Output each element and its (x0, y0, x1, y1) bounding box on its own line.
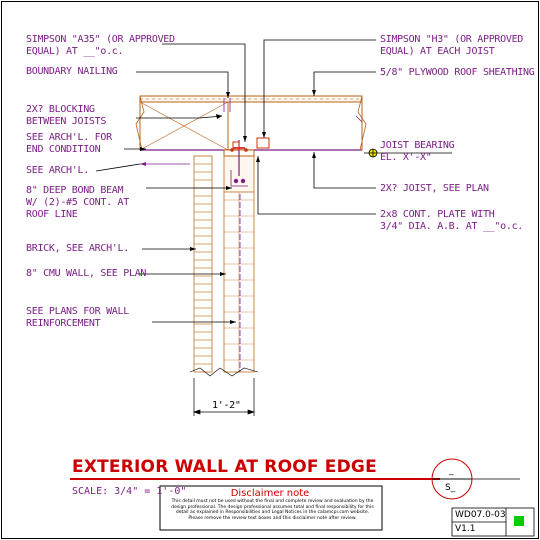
note-brick: BRICK, SEE ARCH'L. (26, 243, 129, 254)
roof-joist (227, 101, 363, 151)
sheet-number: WD07.0-03 (455, 510, 506, 520)
sheet-version: V1.1 (455, 524, 476, 534)
drawing-scale: SCALE: 3/4" = 1'-0" (72, 486, 187, 497)
disclaimer-title: Disclaimer note (230, 488, 310, 499)
disclaimer-box (159, 485, 383, 531)
note-joist: 2X? JOIST, SEE PLAN (380, 183, 489, 194)
h3-clip (256, 137, 270, 149)
brick-veneer (193, 155, 213, 373)
wall-dimension (192, 378, 256, 416)
left-leaders (95, 43, 246, 323)
note-see-archl: SEE ARCH'L. (26, 165, 89, 176)
status-indicator (514, 516, 524, 526)
drawing-title: EXTERIOR WALL AT ROOF EDGE (72, 457, 377, 477)
dimension-label: 1'-2" (212, 400, 241, 411)
note-boundary-nailing: BOUNDARY NAILING (26, 66, 118, 77)
a35-clip (232, 141, 240, 151)
bubble-bottom: S_ (445, 483, 456, 493)
disclaimer-text: This detail must not be used without the… (171, 499, 374, 521)
bubble-top: _ (449, 466, 454, 476)
note-cmu-wall: 8" CMU WALL, SEE PLAN (26, 268, 147, 279)
right-leaders (257, 39, 376, 215)
note-plywood: 5/8" PLYWOOD ROOF SHEATHING (380, 67, 535, 78)
joist-bearing-marker (364, 148, 452, 158)
